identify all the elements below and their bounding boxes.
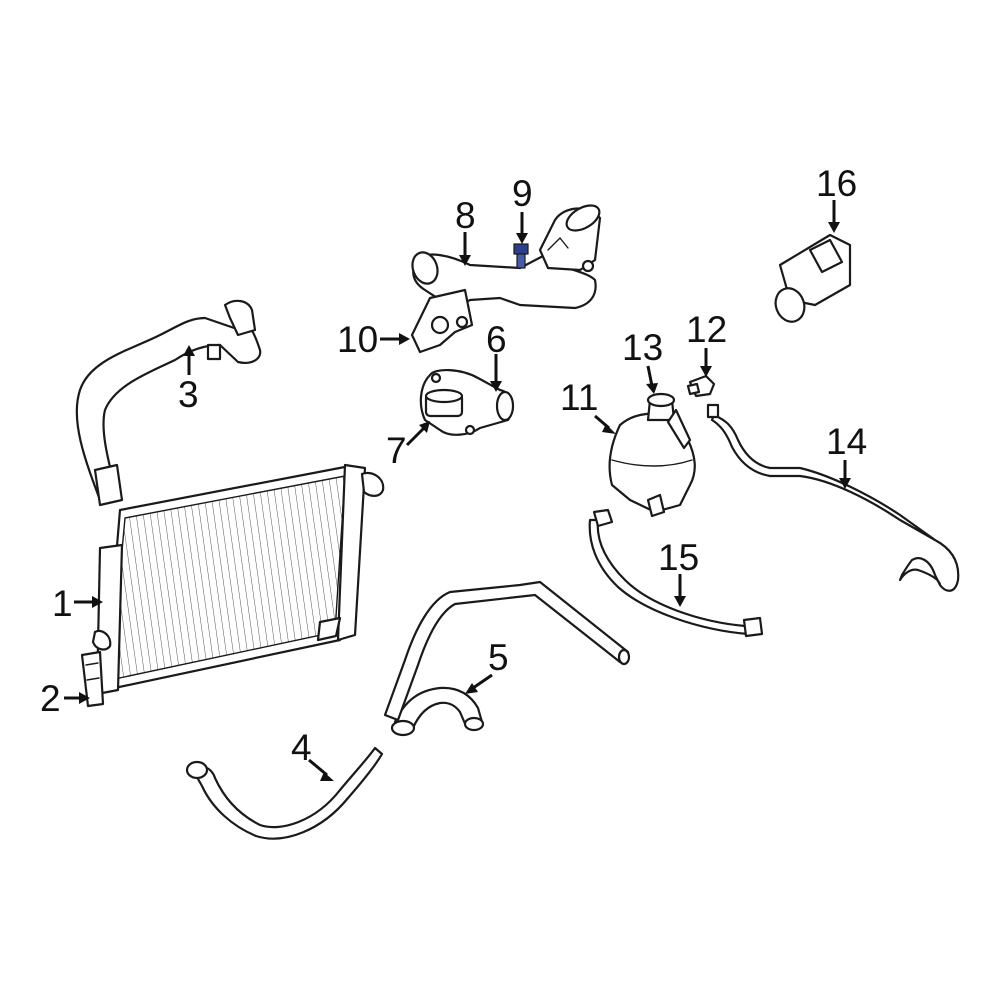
callout-arrows [64, 200, 851, 781]
callout-11: 11 [560, 377, 598, 418]
callout-12: 12 [686, 309, 727, 350]
callout-16: 16 [816, 163, 857, 204]
coolant-reservoir [608, 392, 696, 518]
callout-4: 4 [291, 727, 312, 768]
radiator [91, 463, 385, 696]
thermostat-housing [419, 369, 515, 436]
reservoir-hose [588, 508, 764, 638]
callout-13: 13 [622, 327, 663, 368]
thermostat-housing-neck [538, 204, 602, 273]
reservoir-bolt [686, 374, 716, 398]
callout-8: 8 [455, 195, 476, 236]
bypass-hose [390, 686, 485, 737]
vent-hose [706, 403, 960, 592]
callout-5: 5 [488, 637, 509, 678]
sensor-module [774, 233, 852, 323]
upper-radiator-hose [75, 299, 262, 507]
callout-14: 14 [826, 421, 867, 462]
callout-7: 7 [386, 430, 407, 471]
callout-10: 10 [337, 319, 378, 360]
callout-1: 1 [52, 583, 73, 624]
bolt-highlighted [513, 243, 529, 269]
callout-labels: 1 2 3 4 5 6 7 8 9 10 11 12 13 14 15 16 [40, 163, 867, 768]
lower-hose [185, 746, 384, 840]
callout-6: 6 [486, 319, 507, 360]
callout-3: 3 [178, 374, 199, 415]
callout-2: 2 [40, 678, 61, 719]
callout-9: 9 [512, 173, 533, 214]
callout-15: 15 [658, 537, 699, 578]
coolant-pipe [383, 580, 631, 722]
radiator-bracket [80, 650, 105, 708]
